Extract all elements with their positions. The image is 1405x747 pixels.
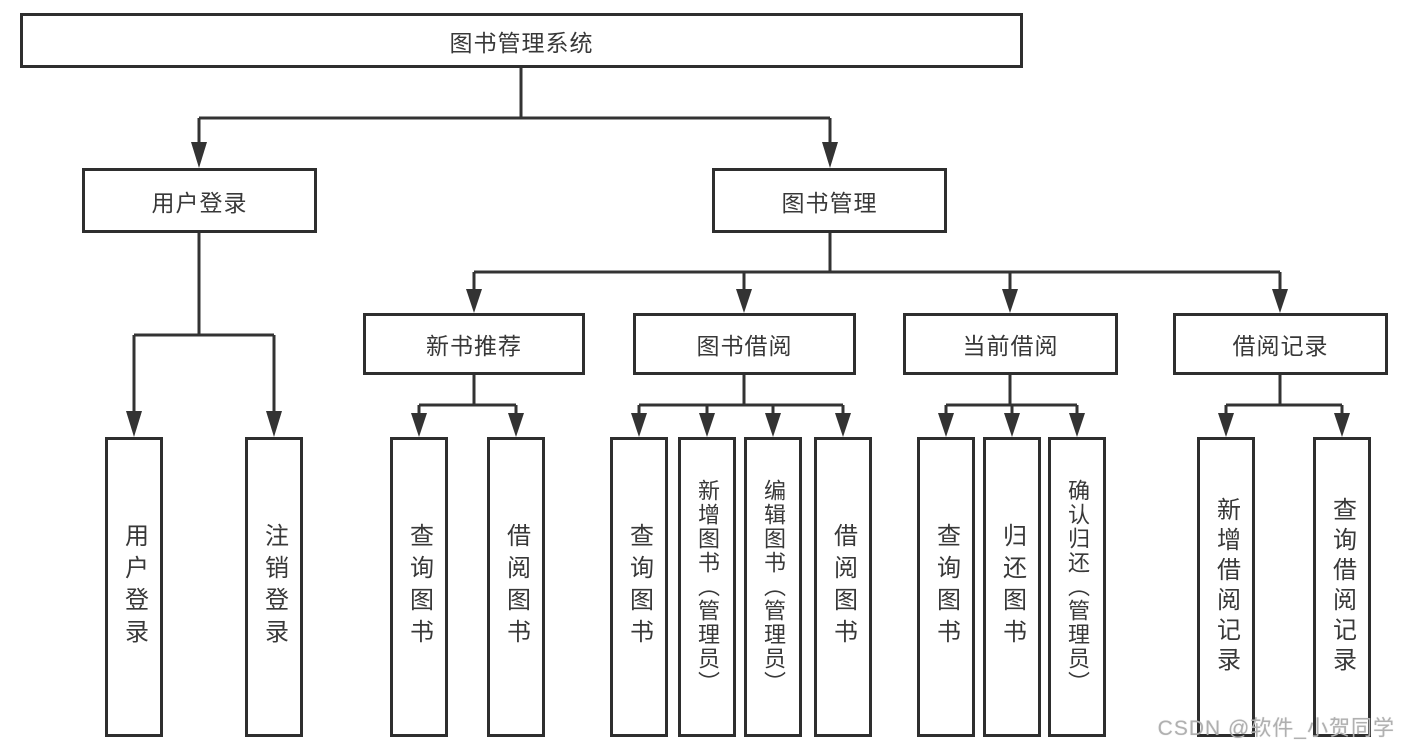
node-book-borrowing-label: 图书借阅 xyxy=(696,333,793,359)
node-borrow-books-action: 借阅图书 xyxy=(814,437,872,737)
node-confirm-return-admin-label: 确认归还（管理员） xyxy=(1065,479,1090,695)
node-edit-books-admin-label: 编辑图书（管理员） xyxy=(761,479,786,695)
node-borrowing-records: 借阅记录 xyxy=(1173,313,1388,375)
node-return-books-label: 归还图书 xyxy=(998,523,1026,651)
node-user-login-label: 用户登录 xyxy=(151,189,248,216)
node-user-login-action: 用户登录 xyxy=(105,437,163,737)
node-add-books-admin-label: 新增图书（管理员） xyxy=(695,479,720,695)
node-root-label: 图书管理系统 xyxy=(449,29,594,56)
node-add-borrow-record-label: 新增借阅记录 xyxy=(1212,497,1240,677)
connector-strokes xyxy=(132,68,1344,421)
node-query-borrow-record: 查询借阅记录 xyxy=(1313,437,1371,737)
node-add-borrow-record: 新增借阅记录 xyxy=(1197,437,1255,737)
node-new-book-recommend-label: 新书推荐 xyxy=(426,333,522,359)
node-query-books-recommend-label: 查询图书 xyxy=(405,523,433,651)
node-new-book-recommend: 新书推荐 xyxy=(363,313,585,375)
node-query-books-current: 查询图书 xyxy=(917,437,975,737)
node-borrow-books-action-label: 借阅图书 xyxy=(829,523,857,651)
node-borrow-books-recommend-label: 借阅图书 xyxy=(502,523,530,651)
node-user-login: 用户登录 xyxy=(82,168,317,233)
node-confirm-return-admin: 确认归还（管理员） xyxy=(1048,437,1106,737)
node-book-management: 图书管理 xyxy=(712,168,947,233)
node-logout-action-label: 注销登录 xyxy=(260,523,288,651)
node-add-books-admin: 新增图书（管理员） xyxy=(678,437,736,737)
csdn-watermark: CSDN @软件_小贺同学 xyxy=(1157,717,1395,740)
node-root-system: 图书管理系统 xyxy=(20,13,1023,68)
node-query-books-current-label: 查询图书 xyxy=(932,523,960,651)
node-user-login-action-label: 用户登录 xyxy=(120,523,148,651)
node-edit-books-admin: 编辑图书（管理员） xyxy=(744,437,802,737)
node-book-management-label: 图书管理 xyxy=(781,189,878,216)
node-book-borrowing: 图书借阅 xyxy=(633,313,856,375)
node-borrowing-records-label: 借阅记录 xyxy=(1232,333,1329,359)
node-borrow-books-recommend: 借阅图书 xyxy=(487,437,545,737)
connector-arrowheads xyxy=(126,142,1350,437)
node-query-books-recommend: 查询图书 xyxy=(390,437,448,737)
node-query-books-borrowing: 查询图书 xyxy=(610,437,668,737)
node-return-books: 归还图书 xyxy=(983,437,1041,737)
node-current-borrowing: 当前借阅 xyxy=(903,313,1118,375)
node-query-borrow-record-label: 查询借阅记录 xyxy=(1328,497,1356,677)
node-query-books-borrowing-label: 查询图书 xyxy=(625,523,653,651)
node-current-borrowing-label: 当前借阅 xyxy=(962,333,1059,359)
node-logout-action: 注销登录 xyxy=(245,437,303,737)
